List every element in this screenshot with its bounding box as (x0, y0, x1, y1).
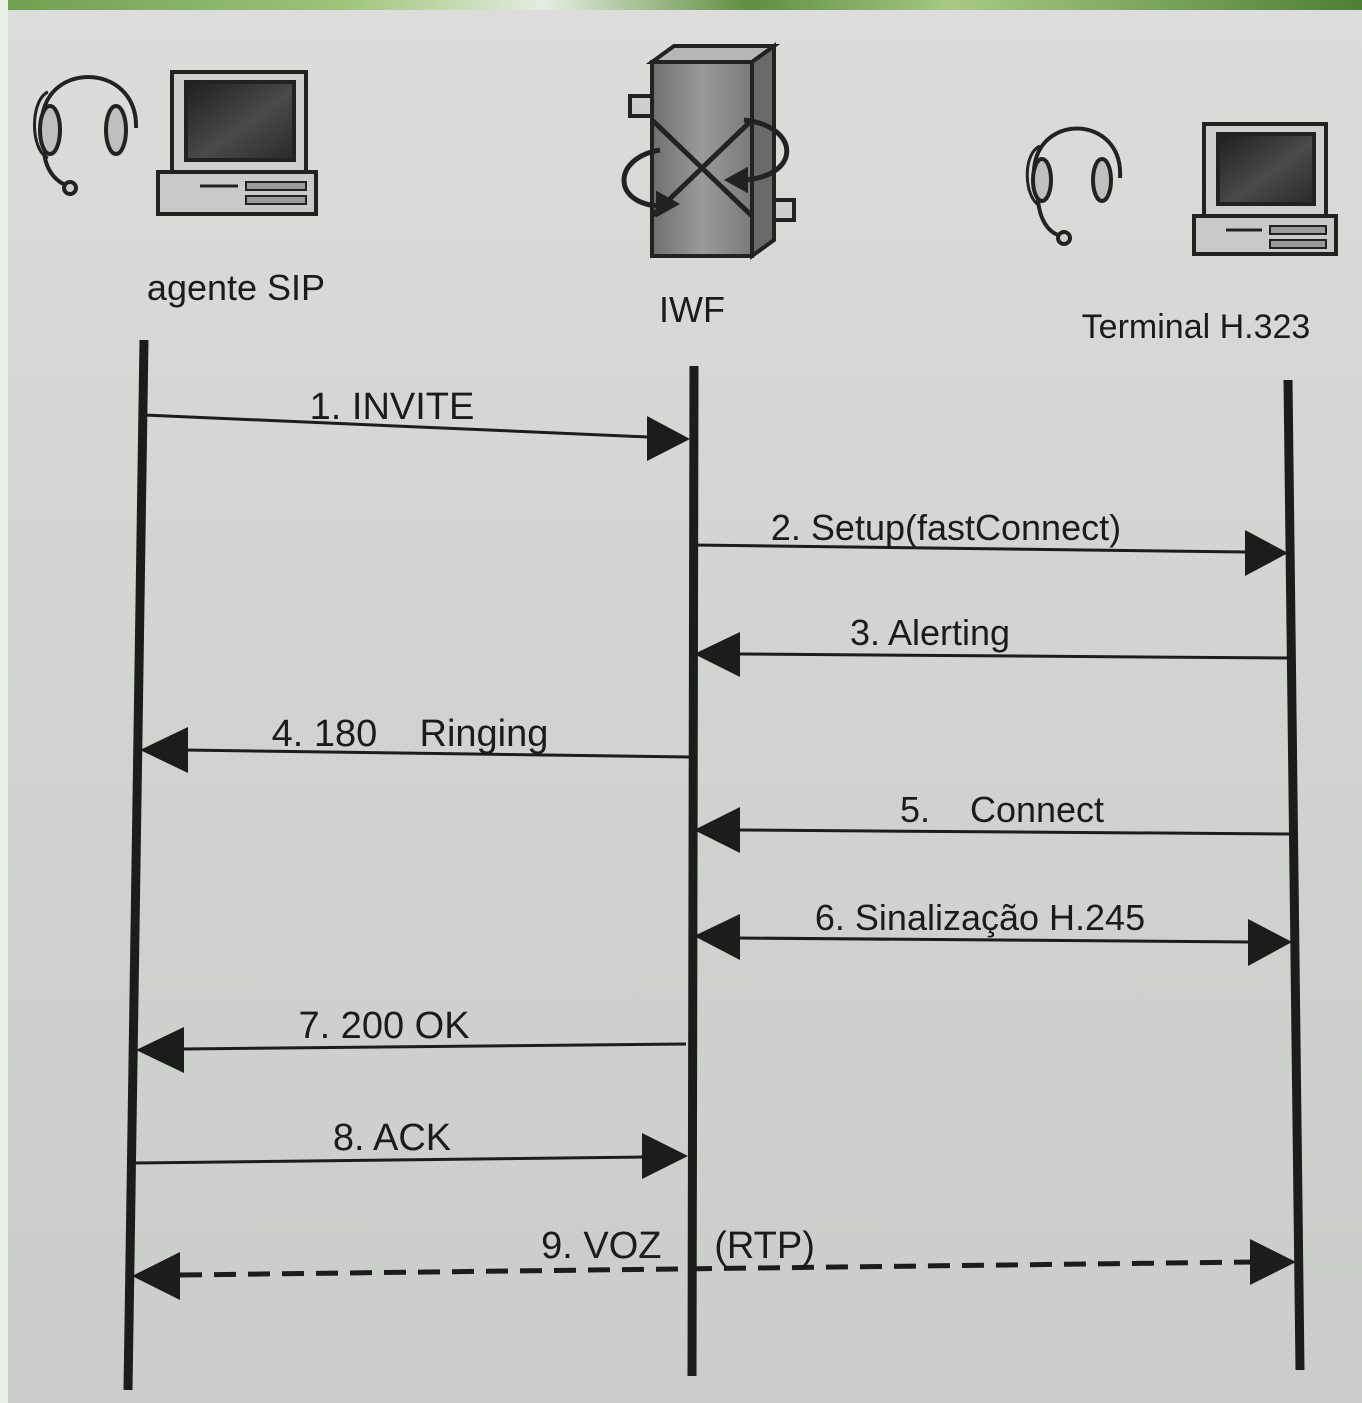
message-4-ringing: 4. 180 Ringing (140, 713, 691, 773)
message-label: 4. 180 Ringing (272, 713, 549, 755)
message-8-ack: 8. ACK (135, 1117, 688, 1179)
switch-icon (621, 42, 796, 260)
message-9-voice-rtp: 9. VOZ (RTP) (132, 1225, 1296, 1300)
headset-icon (1025, 126, 1123, 246)
message-label: 9. VOZ (RTP) (541, 1225, 815, 1267)
message-6-h245-signaling: 6. Sinalização H.245 (694, 897, 1292, 966)
message-5-connect: 5. Connect (694, 789, 1291, 853)
lifeline-h323-terminal (1283, 379, 1305, 1371)
top-edge-strip (0, 0, 1362, 10)
message-label: 6. Sinalização H.245 (815, 897, 1145, 938)
message-label: 1. INVITE (310, 386, 475, 428)
participant-label-h323-terminal: Terminal H.323 (1082, 308, 1311, 346)
message-label: 8. ACK (333, 1117, 451, 1159)
computer-icon (1192, 122, 1338, 256)
message-2-setup: 2. Setup(fastConnect) (693, 507, 1288, 576)
computer-icon (156, 70, 318, 216)
message-7-200-ok: 7. 200 OK (136, 1005, 687, 1073)
message-label: 5. Connect (900, 789, 1104, 830)
participant-label-iwf: IWF (659, 289, 725, 330)
participant-label-sip-agent: agente SIP (147, 267, 325, 308)
message-3-alerting: 3. Alerting (694, 612, 1289, 677)
message-label: 3. Alerting (850, 612, 1010, 653)
lifeline-iwf (687, 365, 699, 1377)
message-label: 7. 200 OK (298, 1005, 469, 1047)
left-edge-strip (0, 0, 8, 1403)
message-label: 2. Setup(fastConnect) (771, 507, 1121, 548)
headset-icon (33, 75, 139, 196)
lifeline-sip-agent (123, 339, 149, 1391)
message-1-invite: 1. INVITE (143, 386, 690, 461)
